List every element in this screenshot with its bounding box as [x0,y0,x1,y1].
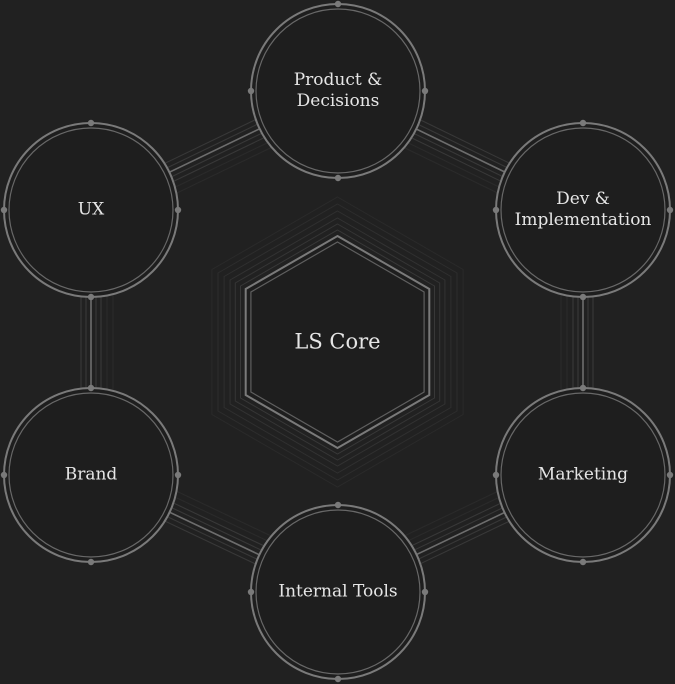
node-dev[interactable]: Dev &Implementation [492,119,674,301]
node-anchor-dot [334,0,342,8]
core-hexagon-outline [211,196,464,488]
node-label: UX [78,200,105,220]
node-label: Implementation [515,210,652,230]
node-ux[interactable]: UX [0,119,182,301]
node-inner-ring [255,509,421,675]
node-label: Brand [65,465,118,485]
node-anchor-dot [492,206,500,214]
core-hexagon-outline [229,217,446,467]
node-anchor-dot [87,119,95,127]
core-hexagon-inner [250,241,425,443]
node-anchor-dot [579,119,587,127]
node-anchor-dot [87,384,95,392]
node-anchor-dot [87,293,95,301]
node-anchor-dot [579,384,587,392]
core-hexagon-outline [217,203,458,481]
node-anchor-dot [421,588,429,596]
node-inner-ring [8,392,174,558]
node-marketing[interactable]: Marketing [492,384,674,566]
node-anchor-dot [666,206,674,214]
node-product[interactable]: Product &Decisions [247,0,429,182]
node-label: Decisions [297,91,380,111]
node-inner-ring [255,8,421,174]
node-anchor-dot [492,471,500,479]
node-inner-ring [8,127,174,293]
node-anchor-dot [0,206,8,214]
core-hexagon [244,234,431,450]
core-hexagon-outline [240,229,435,455]
node-anchor-dot [0,471,8,479]
core-hexagon-group: LS Core [211,196,464,488]
node-internal-tools[interactable]: Internal Tools [247,501,429,683]
node-anchor-dot [174,471,182,479]
core-label: LS Core [294,330,380,354]
core-hexagon-outline [223,210,452,474]
node-inner-ring [500,392,666,558]
node-anchor-dot [247,87,255,95]
node-label: Marketing [538,465,628,485]
node-label: Dev & [556,189,610,209]
core-hexagon-outline [234,223,441,461]
node-brand[interactable]: Brand [0,384,182,566]
node-anchor-dot [579,558,587,566]
node-anchor-dot [666,471,674,479]
node-label: Product & [294,70,383,90]
node-anchor-dot [334,675,342,683]
node-anchor-dot [247,588,255,596]
node-anchor-dot [334,501,342,509]
node-anchor-dot [174,206,182,214]
node-label: Internal Tools [278,582,397,602]
node-anchor-dot [421,87,429,95]
node-anchor-dot [87,558,95,566]
node-inner-ring [500,127,666,293]
node-anchor-dot [334,174,342,182]
node-anchor-dot [579,293,587,301]
